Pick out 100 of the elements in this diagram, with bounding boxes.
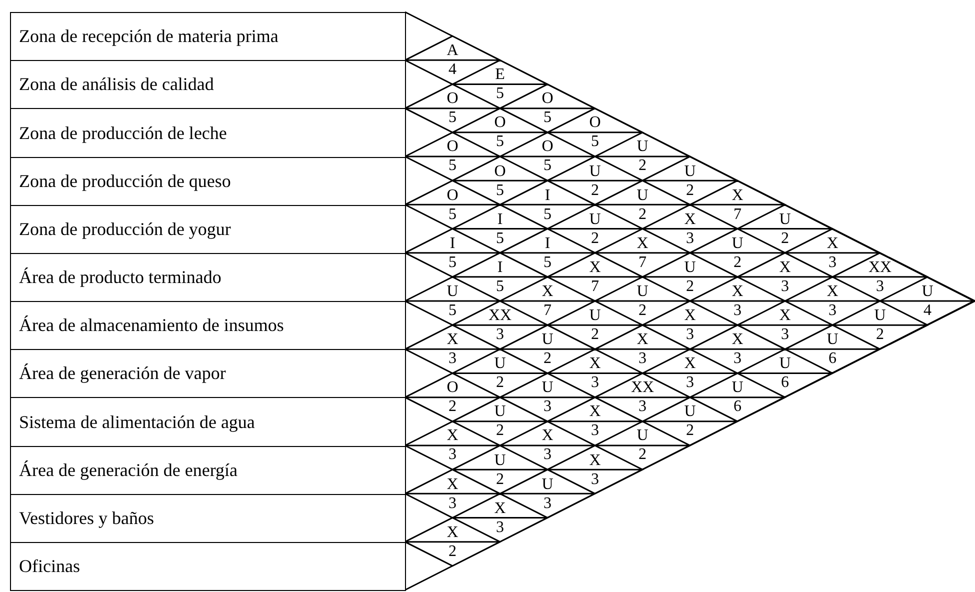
relationship-code: U [636, 139, 650, 156]
department-row [10, 156, 406, 206]
reason-number: 3 [875, 278, 885, 295]
relationship-code: U [636, 428, 650, 444]
reason-number: 5 [448, 110, 458, 126]
department-row [10, 494, 406, 544]
reason-number: 6 [828, 351, 838, 368]
reason-number: 3 [685, 327, 695, 344]
relationship-code: X [446, 428, 460, 444]
relationship-code: U [540, 476, 554, 493]
relationship-code: XX [487, 308, 513, 324]
relationship-code: X [446, 332, 460, 348]
reason-number: 7 [590, 278, 600, 295]
relationship-code: X [588, 404, 602, 420]
reason-number: 2 [685, 182, 695, 199]
relationship-code: O [446, 380, 460, 396]
relationship-code: U [446, 284, 460, 300]
relationship-code: U [730, 236, 744, 252]
reason-number: 2 [495, 423, 505, 440]
reason-number: 2 [638, 206, 648, 223]
relationship-code: U [873, 308, 887, 324]
relationship-code: X [683, 308, 697, 324]
reason-number: 7 [542, 302, 552, 319]
reason-number: 6 [732, 399, 742, 416]
relationship-code: U [493, 452, 507, 469]
reason-number: 3 [732, 302, 742, 319]
relationship-code: I [496, 212, 504, 228]
reason-number: 3 [638, 399, 648, 416]
relationship-code: XX [630, 380, 656, 396]
relationship-code: X [540, 428, 554, 444]
reason-number: 2 [495, 472, 505, 488]
reason-number: 5 [448, 206, 458, 223]
relationship-code: I [448, 236, 456, 252]
reason-number: 3 [638, 351, 648, 368]
relationship-code: X [778, 308, 792, 324]
reason-number: 2 [780, 230, 790, 247]
reason-number: 3 [828, 302, 838, 319]
relationship-code: X [540, 284, 554, 300]
reason-number: 3 [590, 375, 600, 392]
relationship-code: U [683, 164, 697, 180]
reason-number: 5 [542, 110, 552, 126]
relationship-code: X [588, 452, 602, 469]
relationship-code: U [920, 284, 934, 300]
department-name: Área de generación de energía [19, 460, 238, 481]
relationship-code: U [778, 212, 792, 228]
reason-number: 2 [685, 278, 695, 295]
department-name: Zona de producción de yogur [19, 218, 231, 240]
relationship-code: O [446, 188, 460, 204]
relationship-code: U [778, 356, 792, 372]
relationship-code: U [540, 380, 554, 396]
reason-number: 3 [590, 472, 600, 488]
relationship-code: X [826, 284, 840, 300]
reason-number: 5 [495, 230, 505, 247]
relationship-code: X [730, 332, 744, 348]
relationship-code: X [636, 332, 650, 348]
reason-number: 3 [495, 327, 505, 344]
reason-number: 5 [495, 182, 505, 199]
relationship-code: U [683, 260, 697, 276]
department-name: Zona de análisis de calidad [19, 74, 214, 96]
department-row [10, 397, 406, 447]
relationship-code: X [778, 260, 792, 276]
reason-number: 3 [542, 496, 552, 512]
relationship-code: U [636, 284, 650, 300]
reason-number: 5 [590, 134, 600, 150]
reason-number: 7 [732, 206, 742, 223]
relationship-code: XX [867, 260, 893, 276]
reason-number: 7 [638, 254, 648, 271]
reason-number: 5 [495, 278, 505, 295]
relationship-code: U [493, 356, 507, 372]
relationship-code: E [494, 67, 506, 84]
relationship-code: O [493, 115, 507, 132]
relationship-code: U [636, 188, 650, 204]
department-name: Oficinas [19, 556, 80, 578]
relationship-code: X [683, 356, 697, 372]
relationship-code: U [730, 380, 744, 396]
reason-number: 5 [542, 254, 552, 271]
relationship-code: O [540, 139, 554, 156]
reason-number: 2 [542, 351, 552, 368]
relationship-code: O [588, 115, 602, 132]
department-row [10, 446, 406, 496]
reason-number: 3 [448, 351, 458, 368]
reason-number: 3 [685, 375, 695, 392]
department-name: Vestidores y baños [19, 508, 154, 529]
department-row [10, 60, 406, 110]
reason-number: 3 [590, 423, 600, 440]
reason-number: 3 [448, 447, 458, 464]
relationship-code: U [540, 332, 554, 348]
reason-number: 2 [590, 327, 600, 344]
reason-number: 5 [448, 302, 458, 319]
relationship-code: U [588, 212, 602, 228]
reason-number: 3 [448, 496, 458, 512]
reason-number: 2 [638, 447, 648, 464]
reason-number: 3 [780, 327, 790, 344]
reason-number: 5 [448, 158, 458, 174]
reason-number: 3 [542, 399, 552, 416]
relationship-code: I [544, 236, 552, 252]
reason-number: 3 [495, 520, 505, 536]
reason-number: 5 [495, 134, 505, 150]
relationship-code: X [730, 188, 744, 204]
relationship-code: O [446, 91, 460, 108]
